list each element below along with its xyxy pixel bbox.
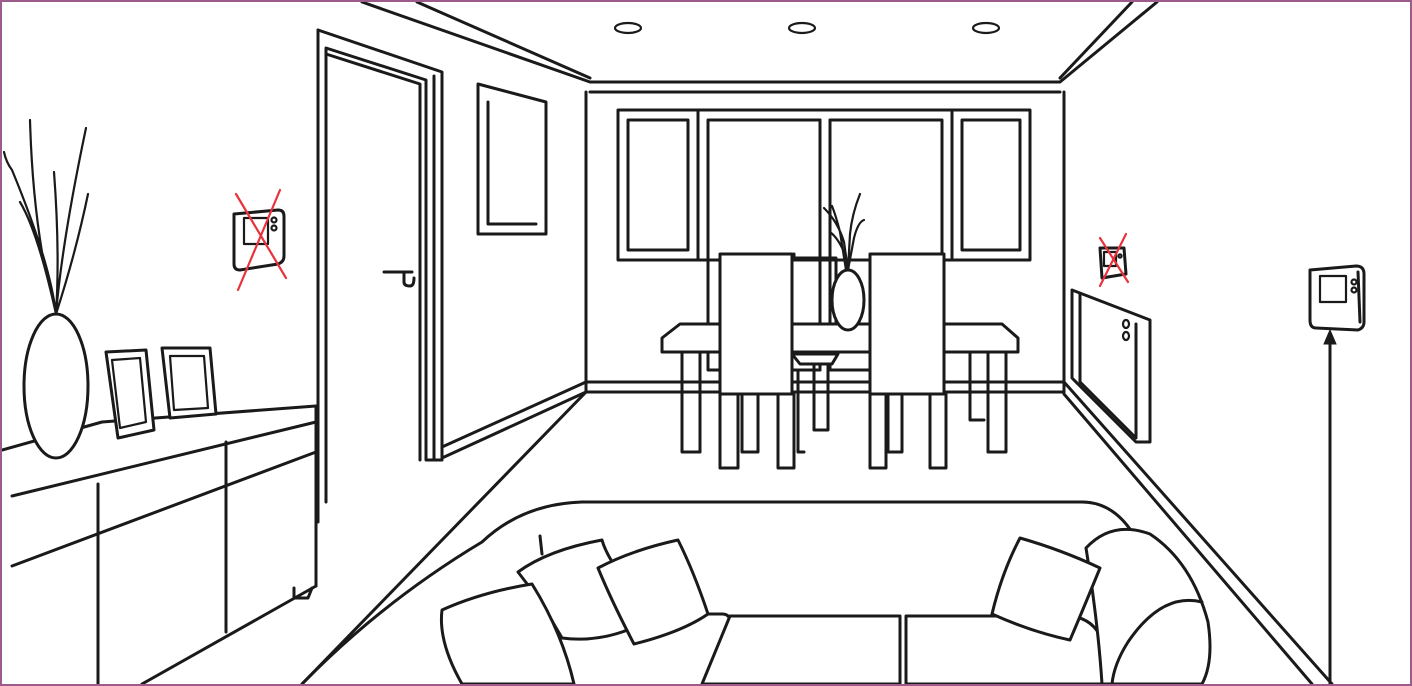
ceiling-light-icon	[789, 23, 815, 33]
wall-picture-inner	[488, 102, 536, 224]
dining-set	[662, 194, 1018, 468]
window-center-outer	[698, 110, 952, 260]
door-frame-outer	[318, 30, 442, 502]
cornice-right	[1060, 2, 1132, 78]
table-leg	[814, 362, 828, 430]
table-vase-body	[832, 270, 864, 330]
chair-rear-legs	[888, 394, 902, 452]
chair-leg	[870, 394, 886, 468]
wall-picture-frame	[478, 84, 546, 234]
arrow-up-icon	[1324, 330, 1336, 684]
ceiling-lights	[615, 23, 999, 33]
chair-leg	[930, 394, 946, 468]
chair-back-right	[870, 254, 944, 394]
sofa-seam	[540, 536, 542, 554]
chair-leg	[778, 394, 794, 468]
sofa-arm-right	[1086, 529, 1210, 684]
sideboard-drawer-line	[12, 452, 316, 566]
table-leg	[682, 352, 700, 452]
door-handle-icon	[384, 272, 414, 286]
chair-back-left	[720, 254, 792, 394]
door	[318, 30, 442, 522]
window-left-inner	[628, 120, 688, 250]
sofa	[302, 502, 1210, 684]
ceiling-light-icon	[973, 23, 999, 33]
arrow-head	[1324, 330, 1336, 344]
sideboard-vase-body	[24, 314, 88, 458]
window-right-outer	[952, 110, 1030, 260]
door-panel	[326, 54, 420, 460]
picture-frame-icon	[106, 350, 154, 438]
chair-leg	[720, 394, 738, 468]
sofa-cushion-right	[906, 616, 1110, 684]
thermostat-side	[1358, 272, 1360, 322]
ceiling-light-icon	[615, 23, 641, 33]
thermostat-left-wall	[234, 190, 286, 290]
window-right-inner	[962, 120, 1020, 250]
sideboard-base	[142, 586, 316, 684]
ceiling-edge-top	[362, 2, 1157, 82]
table-leg	[970, 352, 984, 420]
cornice-left	[417, 2, 590, 78]
sideboard	[2, 120, 316, 684]
back-skirting	[586, 382, 1064, 392]
window-left-outer	[618, 110, 698, 260]
chair-seat-left	[792, 354, 838, 364]
vase-icon	[4, 120, 88, 458]
left-skirting	[442, 382, 586, 458]
thermostat-beside-radiator	[1100, 234, 1128, 286]
sideboard-vase-branches	[4, 120, 88, 314]
thermostat-icon	[1310, 266, 1364, 330]
table-leg	[988, 352, 1006, 452]
picture-frame-icon	[162, 348, 216, 418]
sofa-cushion-center	[702, 616, 900, 684]
thermostat-recommended	[1310, 266, 1364, 684]
